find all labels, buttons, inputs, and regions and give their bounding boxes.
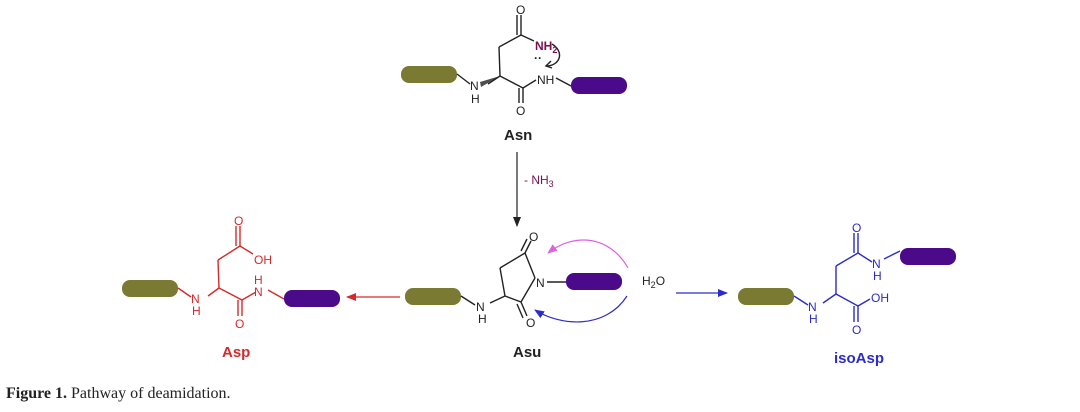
isoasp-o-top: O xyxy=(852,221,861,235)
peptide-chain-right xyxy=(571,77,627,94)
isoasp-n: N xyxy=(872,257,881,271)
asp-n: N xyxy=(254,285,263,299)
asn-nh-right: NH xyxy=(537,73,554,87)
asn-o-bottom: O xyxy=(516,104,525,118)
isoasp-n-left: N xyxy=(808,300,817,314)
asu-o-bottom: O xyxy=(526,316,535,330)
asp-n-left: N xyxy=(191,292,200,306)
caption-number: Figure 1. xyxy=(6,385,68,402)
asu-n: N xyxy=(536,276,545,290)
asn-stereo-hash xyxy=(480,76,500,87)
asu-o-top: O xyxy=(529,230,538,244)
asp-oh: OH xyxy=(254,253,272,267)
asn-o-top: O xyxy=(516,3,525,17)
asp-h-left: H xyxy=(192,304,201,318)
asu-structure xyxy=(405,238,622,319)
isoasp-o-bottom: O xyxy=(852,323,861,337)
peptide-chain-left xyxy=(401,66,457,83)
asn-n-left: N xyxy=(470,79,479,93)
isoasp-label: isoAsp xyxy=(834,350,884,367)
peptide-chain-right xyxy=(566,273,622,290)
asp-o-bottom: O xyxy=(235,317,244,331)
figure-caption: Figure 1. Pathway of deamidation. xyxy=(6,385,231,403)
peptide-chain-right xyxy=(284,290,340,307)
peptide-chain-right xyxy=(900,248,956,265)
asp-label: Asp xyxy=(222,344,250,361)
pink-attack-arrow xyxy=(547,239,629,269)
asn-lone-pair: ·· xyxy=(534,51,542,65)
asn-structure xyxy=(401,15,627,103)
asp-structure xyxy=(122,226,340,316)
asn-label: Asn xyxy=(504,127,532,144)
asn-nh2: NH2 xyxy=(535,39,557,55)
asp-h: H xyxy=(254,273,263,287)
isoasp-structure xyxy=(738,233,956,322)
isoasp-h-left: H xyxy=(809,312,818,326)
asu-h: H xyxy=(478,312,487,326)
asu-nh: N xyxy=(476,300,485,314)
caption-text: Pathway of deamidation. xyxy=(71,385,231,402)
peptide-chain-left xyxy=(405,288,461,305)
minus-nh3-label: - NH3 xyxy=(524,173,554,189)
peptide-chain-left xyxy=(738,288,794,305)
water-label: H2O xyxy=(642,274,665,290)
asu-label: Asu xyxy=(513,344,541,361)
peptide-chain-left xyxy=(122,280,178,297)
asp-o-top: O xyxy=(234,214,243,228)
pathway-diagram: O NH2 ·· NH N H O Asn - NH3 O N O N H As… xyxy=(122,3,956,367)
isoasp-h: H xyxy=(873,269,882,283)
isoasp-oh: OH xyxy=(871,291,889,305)
asn-h-left: H xyxy=(471,92,480,106)
blue-attack-arrow xyxy=(534,295,628,323)
